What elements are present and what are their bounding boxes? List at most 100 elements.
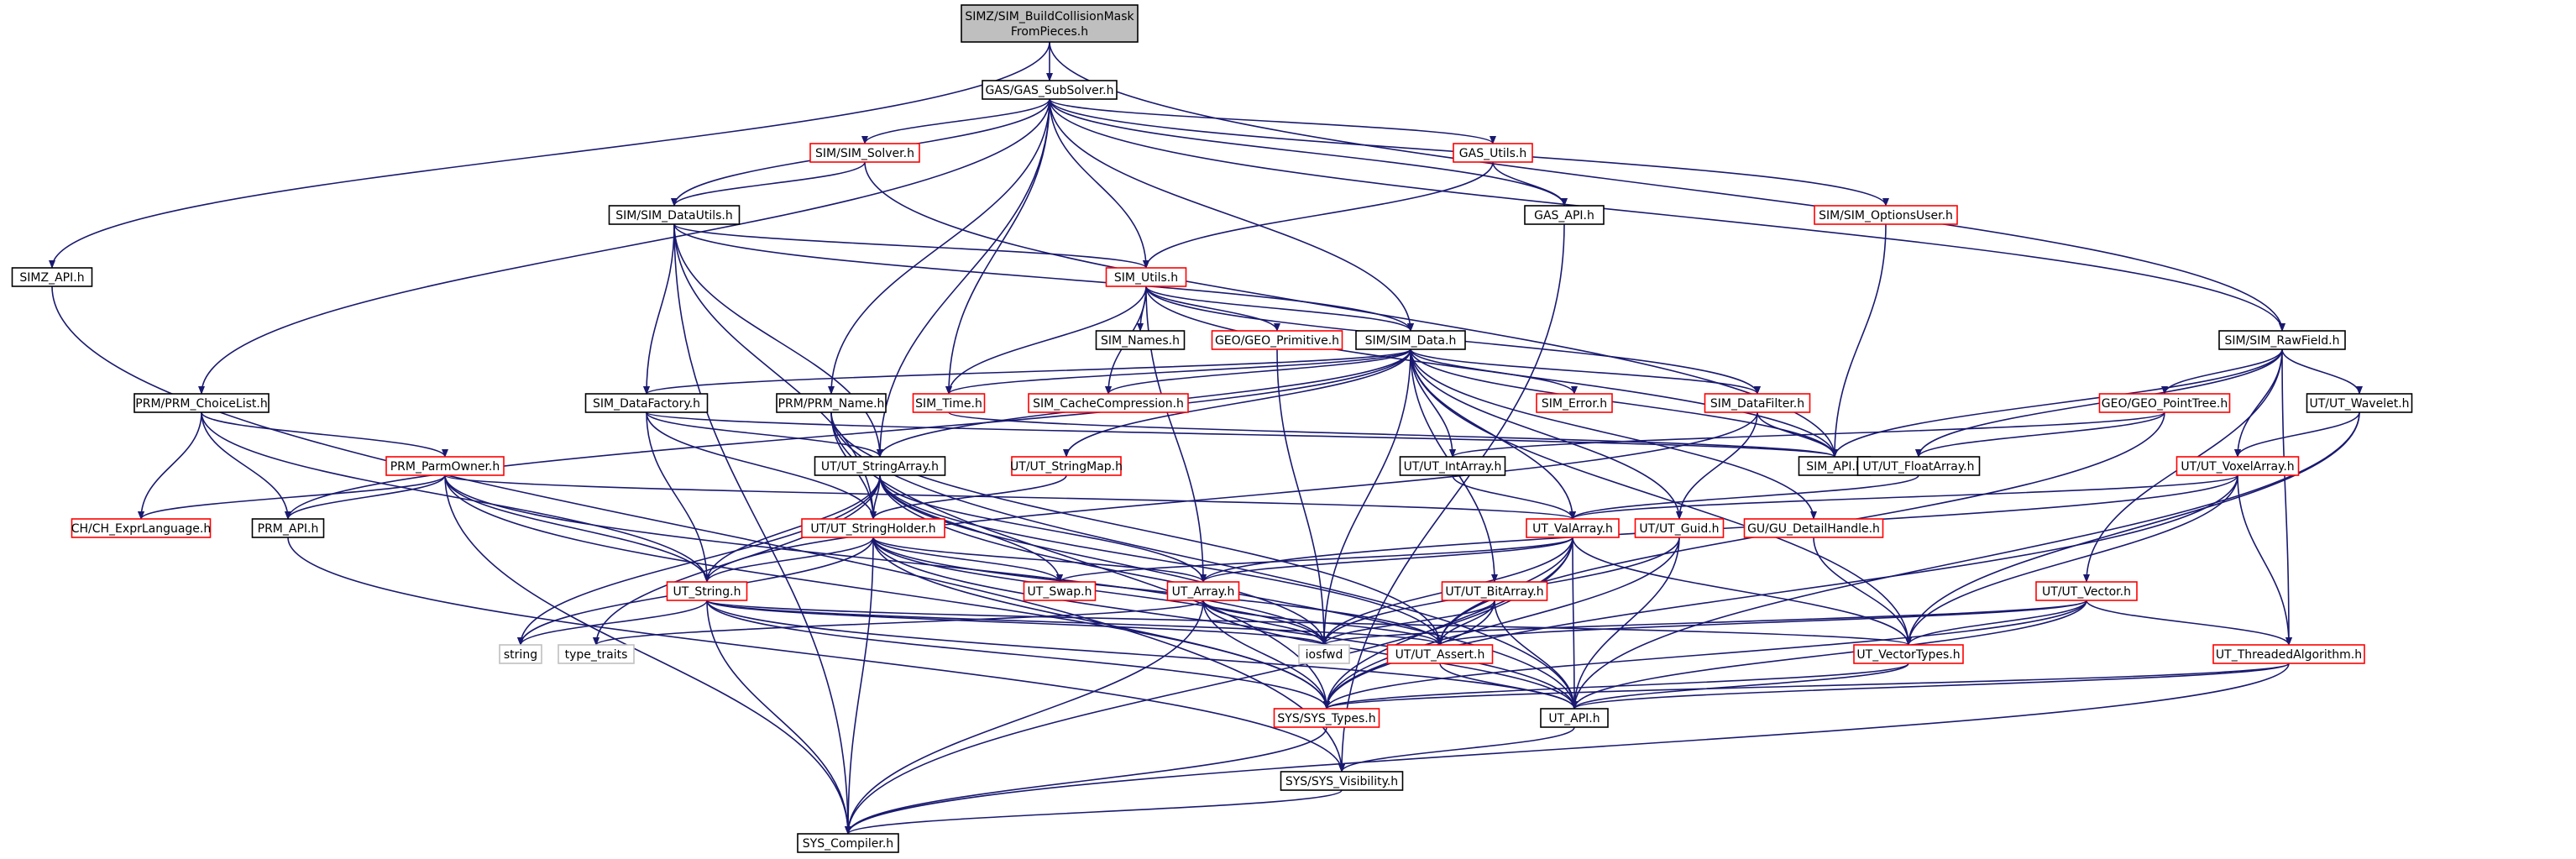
node-label: UT_Swap.h bbox=[1028, 585, 1092, 599]
node-box bbox=[1280, 771, 1404, 791]
node-ut_api[interactable]: UT_API.h bbox=[1540, 708, 1609, 728]
edge-gas_subsolver-to-prm_name bbox=[828, 98, 1050, 395]
node-geo_primitive[interactable]: GEO/GEO_Primitive.h bbox=[1211, 330, 1343, 350]
node-sim_rawfield[interactable]: SIM/SIM_RawField.h bbox=[2218, 330, 2346, 350]
node-ut_stringarray[interactable]: UT/UT_StringArray.h bbox=[814, 456, 946, 476]
node-ut_stringmap[interactable]: UT/UT_StringMap.h bbox=[1010, 456, 1123, 476]
node-box bbox=[1441, 581, 1548, 601]
node-sys_compiler[interactable]: SYS_Compiler.h bbox=[797, 833, 899, 853]
node-sim_time[interactable]: SIM_Time.h bbox=[912, 393, 986, 413]
edge-sim_datautils-to-sim_data bbox=[673, 223, 1414, 332]
node-ut_wavelet[interactable]: UT/UT_Wavelet.h bbox=[2306, 393, 2413, 413]
edge-sim_data-to-ut_guid bbox=[1410, 348, 1683, 520]
node-sim_datafilter[interactable]: SIM_DataFilter.h bbox=[1704, 393, 1811, 413]
edge-ut_api-to-sys_visibility bbox=[1338, 726, 1575, 773]
node-box bbox=[961, 4, 1139, 43]
node-label: UT_String.h bbox=[673, 585, 741, 599]
node-box bbox=[558, 644, 635, 664]
edge-layer bbox=[49, 41, 2363, 835]
node-label: SIM_DataFactory.h bbox=[593, 397, 700, 411]
edge-sim_data-to-gu_detailhandle bbox=[1410, 348, 1817, 520]
node-prm_api[interactable]: PRM_API.h bbox=[251, 518, 325, 538]
node-ut_bitarray[interactable]: UT/UT_BitArray.h bbox=[1441, 581, 1548, 601]
node-label: UT/UT_FloatArray.h bbox=[1863, 460, 1975, 474]
node-box bbox=[1011, 456, 1122, 476]
node-simz_api[interactable]: SIMZ_API.h bbox=[11, 267, 93, 287]
edge-ut_array-to-iosfwd bbox=[1202, 600, 1327, 646]
node-label: UT/UT_Vector.h bbox=[2042, 585, 2131, 599]
node-sim_utils[interactable]: SIM_Utils.h bbox=[1105, 267, 1187, 287]
edge-prm_api-to-sys_visibility bbox=[287, 537, 1345, 773]
node-sim_solver[interactable]: SIM/SIM_Solver.h bbox=[809, 143, 920, 163]
node-box bbox=[608, 205, 741, 225]
edge-ut_array-to-sys_types bbox=[1202, 600, 1330, 710]
node-label: SIM/SIM_RawField.h bbox=[2225, 334, 2340, 348]
edge-prm_choicelist-to-prm_parmowner bbox=[201, 411, 448, 458]
node-label: UT/UT_Assert.h bbox=[1395, 648, 1485, 662]
node-label: SYS_Compiler.h bbox=[803, 837, 893, 851]
node-sys_types[interactable]: SYS/SYS_Types.h bbox=[1273, 708, 1380, 728]
node-ut_vectortypes[interactable]: UT_VectorTypes.h bbox=[1853, 644, 1964, 664]
node-sim_cachecompression[interactable]: SIM_CacheCompression.h bbox=[1028, 393, 1189, 413]
node-box bbox=[797, 833, 899, 853]
edge-ut_threadedalgorithm-to-sys_compiler bbox=[845, 663, 2290, 835]
node-ut_assert[interactable]: UT/UT_Assert.h bbox=[1386, 644, 1494, 664]
node-sim_datafactory[interactable]: SIM_DataFactory.h bbox=[584, 393, 709, 413]
edge-ut_stringarray-to-string bbox=[517, 474, 881, 646]
node-sim_names[interactable]: SIM_Names.h bbox=[1095, 330, 1186, 350]
node-string[interactable]: string bbox=[499, 644, 542, 664]
node-label: UT/UT_Guid.h bbox=[1639, 522, 1719, 536]
node-iosfwd[interactable]: iosfwd bbox=[1298, 644, 1350, 664]
edge-ut_vector-to-sys_types bbox=[1323, 600, 2087, 710]
node-ut_guid[interactable]: UT/UT_Guid.h bbox=[1634, 518, 1725, 538]
node-ch_exprlanguage[interactable]: CH/CH_ExprLanguage.h bbox=[71, 518, 212, 538]
node-ut_string[interactable]: UT_String.h bbox=[666, 581, 748, 601]
node-label: UT/UT_BitArray.h bbox=[1445, 585, 1543, 599]
node-box bbox=[1095, 330, 1186, 350]
node-gas_utils[interactable]: GAS_Utils.h bbox=[1453, 143, 1533, 163]
node-geo_pointtree[interactable]: GEO/GEO_PointTree.h bbox=[2098, 393, 2231, 413]
node-sim_data[interactable]: SIM/SIM_Data.h bbox=[1355, 330, 1466, 350]
edge-ut_string-to-sys_types bbox=[706, 600, 1330, 710]
node-ut_valarray[interactable]: UT_ValArray.h bbox=[1526, 518, 1620, 538]
node-type_traits[interactable]: type_traits bbox=[558, 644, 635, 664]
node-prm_parmowner[interactable]: PRM_ParmOwner.h bbox=[385, 456, 505, 476]
node-box bbox=[982, 80, 1118, 100]
node-sim_error[interactable]: SIM_Error.h bbox=[1536, 393, 1613, 413]
node-label: PRM/PRM_Name.h bbox=[778, 397, 885, 411]
node-ut_threadedalgorithm[interactable]: UT_ThreadedAlgorithm.h bbox=[2212, 644, 2365, 664]
node-sim_api[interactable]: SIM_API.h bbox=[1798, 456, 1872, 476]
node-ut_intarray[interactable]: UT/UT_IntArray.h bbox=[1399, 456, 1506, 476]
edge-ut_intarray-to-ut_valarray bbox=[1452, 474, 1576, 520]
node-box bbox=[1704, 393, 1811, 413]
node-ut_voxelarray[interactable]: UT/UT_VoxelArray.h bbox=[2175, 456, 2300, 476]
node-gu_detailhandle[interactable]: GU/GU_DetailHandle.h bbox=[1743, 518, 1884, 538]
node-ut_stringholder[interactable]: UT/UT_StringHolder.h bbox=[801, 518, 945, 538]
edge-sim_optionsuser-to-sim_api bbox=[1831, 223, 1887, 458]
edge-ut_vectortypes-to-ut_api bbox=[1571, 663, 1909, 710]
node-ut_array[interactable]: UT_Array.h bbox=[1166, 581, 1240, 601]
node-ut_swap[interactable]: UT_Swap.h bbox=[1023, 581, 1097, 601]
node-gas_subsolver[interactable]: GAS/GAS_SubSolver.h bbox=[982, 80, 1118, 100]
node-sim_datautils[interactable]: SIM/SIM_DataUtils.h bbox=[608, 205, 741, 225]
node-sim_optionsuser[interactable]: SIM/SIM_OptionsUser.h bbox=[1814, 205, 1958, 225]
edge-gas_api-to-sys_visibility bbox=[1338, 223, 1565, 773]
edge-ut_stringarray-to-type_traits bbox=[593, 474, 881, 646]
node-sys_visibility[interactable]: SYS/SYS_Visibility.h bbox=[1280, 771, 1404, 791]
node-box bbox=[1298, 644, 1350, 664]
edge-sim_data-to-prm_api bbox=[285, 348, 1411, 520]
node-gas_api[interactable]: GAS_API.h bbox=[1524, 205, 1605, 225]
edge-sim_utils-to-sim_data bbox=[1145, 285, 1414, 332]
edge-ut_threadedalgorithm-to-sys_types bbox=[1323, 663, 2290, 710]
edge-sim_datafactory-to-ut_string bbox=[646, 411, 710, 583]
node-ut_vector[interactable]: UT/UT_Vector.h bbox=[2035, 581, 2138, 601]
node-ut_floatarray[interactable]: UT/UT_FloatArray.h bbox=[1856, 456, 1981, 476]
node-prm_name[interactable]: PRM/PRM_Name.h bbox=[776, 393, 887, 413]
node-box bbox=[1105, 267, 1187, 287]
edge-ut_bitarray-to-iosfwd bbox=[1321, 600, 1495, 646]
node-box bbox=[1211, 330, 1343, 350]
edge-ut_string-to-sys_compiler bbox=[706, 600, 851, 835]
node-prm_choicelist[interactable]: PRM/PRM_ChoiceList.h bbox=[134, 393, 270, 413]
